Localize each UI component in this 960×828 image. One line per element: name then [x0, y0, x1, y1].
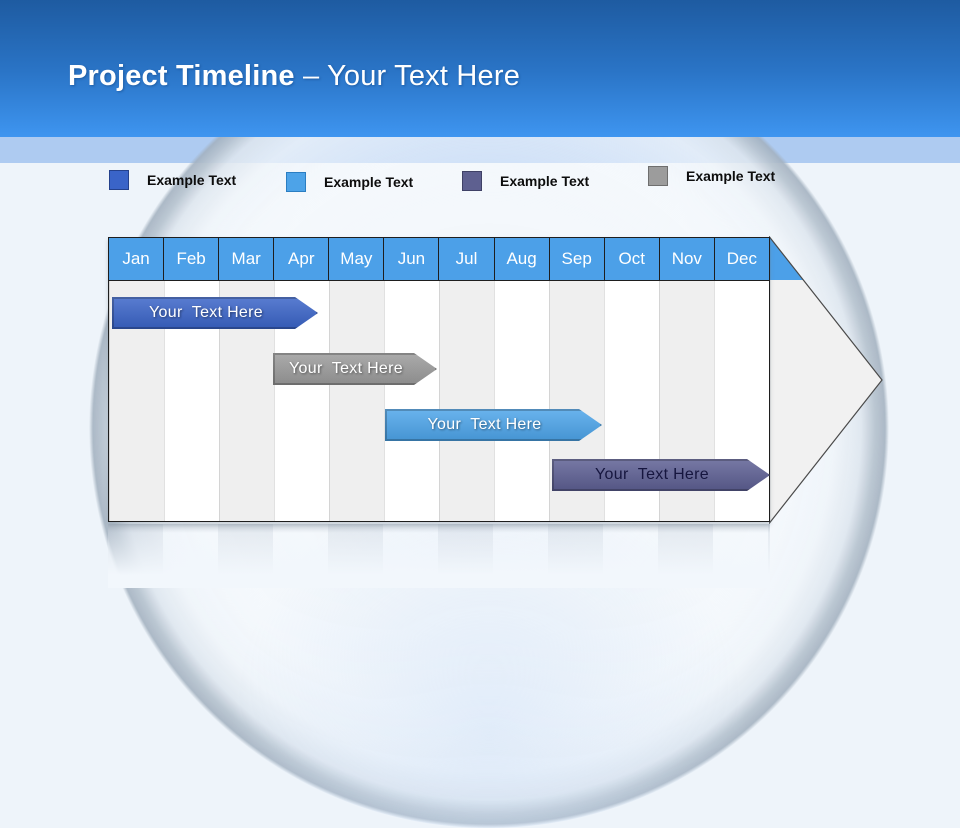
legend-color-swatch: [286, 172, 306, 192]
month-header-cell: Jan: [122, 249, 150, 268]
legend-label: Example Text: [147, 172, 237, 188]
legend-label: Example Text: [686, 168, 776, 184]
legend-label: Example Text: [324, 174, 414, 190]
title-text-bold: Project Timeline: [68, 60, 303, 92]
title-bar: Project Timeline – Your Text Here: [0, 0, 960, 137]
end-arrow-shape: [769, 237, 882, 523]
month-header-cell: Feb: [163, 238, 218, 280]
page-title: Project Timeline – Your Text Here: [68, 60, 520, 93]
month-header-cell: May: [328, 238, 383, 280]
timeline-bar-label: Your Text Here: [595, 466, 709, 483]
legend-label: Example Text: [500, 173, 590, 189]
month-header-cell: Jul: [438, 238, 493, 280]
month-header-cell: Dec: [713, 238, 769, 280]
month-header-cell: Jun: [383, 238, 438, 280]
timeline-end-arrow: [769, 236, 883, 524]
timeline-bar-label: Your Text Here: [427, 416, 542, 433]
title-text-light: – Your Text Here: [302, 60, 521, 92]
end-arrow-header-fill: [769, 237, 804, 280]
timeline-bar: Your Text Here: [385, 409, 602, 441]
legend-color-swatch: [648, 166, 668, 186]
legend-color-swatch: [109, 170, 129, 190]
month-header-cell: Aug: [493, 238, 549, 280]
timeline-bar-label: Your Text Here: [149, 304, 263, 321]
timeline-bar: Your Text Here: [552, 459, 770, 491]
timeline-bar: Your Text Here: [273, 353, 437, 385]
legend-item: Example Text: [286, 172, 413, 192]
legend-item: Example Text: [109, 170, 236, 190]
timeline-bar-label: Your Text Here: [289, 360, 403, 377]
month-header-cell: Sep: [548, 238, 604, 280]
timeline-bar: Your Text Here: [112, 297, 318, 329]
legend-color-swatch: [462, 171, 482, 191]
month-header-cell: Mar: [218, 238, 273, 280]
table-reflection: [108, 524, 770, 588]
month-header-cell: Nov: [658, 238, 714, 280]
legend-item: Example Text: [462, 171, 589, 191]
legend-item: Example Text: [648, 166, 775, 186]
month-header-cell: Oct: [603, 238, 659, 280]
month-header-cell: Apr: [273, 238, 328, 280]
